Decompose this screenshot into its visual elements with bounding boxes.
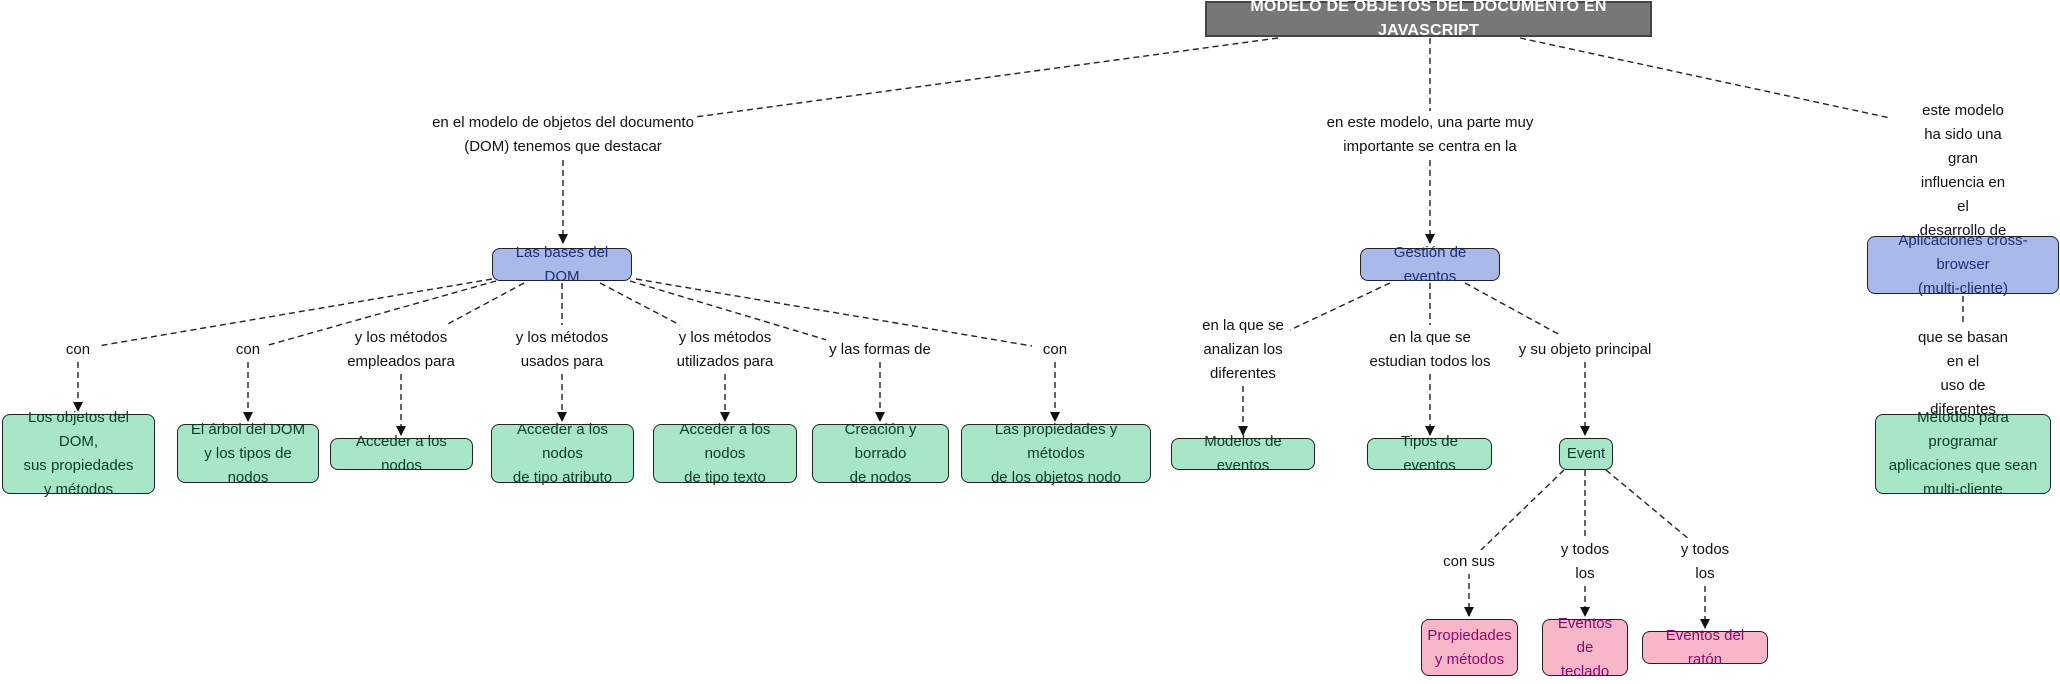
link-label-analizan: en la que se analizan los diferentes [1199,314,1287,386]
edge-bases-utilizados [599,282,681,326]
link-label-formas-de: y las formas de [826,338,934,362]
edge-bases-empleados [445,282,525,326]
link-label-con-sus: con sus [1440,550,1498,574]
root-concept: MODELO DE OBJETOS DEL DOCUMENTO EN JAVAS… [1205,0,1652,39]
concept-tipos-eventos: Tipos de eventos [1367,433,1492,474]
edge-gestion-analizan [1289,282,1391,331]
link-label-todos-1: y todos los [1557,538,1613,586]
concept-metodos-programar: Métodos para programar aplicaciones que … [1875,409,2051,498]
edge-root-cross [1519,37,1891,119]
link-label-con-2: con [232,338,264,362]
link-label-con-1: con [62,338,94,362]
concept-gestion-eventos: Gestión de eventos [1360,244,1500,285]
link-label-todos-2: y todos los [1677,538,1733,586]
concept-eventos-raton: Eventos del ratón [1642,627,1768,668]
link-label-metodos-empleados: y los métodos empleados para [344,326,458,374]
concept-bases-dom: Las bases del DOM [492,244,632,285]
concept-event: Event [1559,438,1613,470]
concept-creacion-borrado: Creación y borrado de nodos [812,421,949,486]
concept-acceder-nodos: Acceder a los nodos [330,433,473,474]
concept-nodos-atributo: Acceder a los nodos de tipo atributo [491,421,634,486]
edge-bases-con1 [97,278,493,347]
edge-bases-formas [629,280,841,345]
concept-objetos-dom: Los objetos del DOM, sus propiedades y m… [2,409,155,498]
concept-propiedades-nodo: Las propiedades y métodos de los objetos… [961,421,1151,486]
concept-cross-browser: Aplicaciones cross-browser (multi-client… [1867,232,2059,297]
link-label-objeto-principal: y su objeto principal [1515,338,1655,362]
link-label-root-dom: en el modelo de objetos del documento (D… [429,111,697,159]
concept-nodos-texto: Acceder a los nodos de tipo texto [653,421,797,486]
concept-modelos-eventos: Modelos de eventos [1171,433,1315,474]
link-label-metodos-utilizados: y los métodos utilizados para [673,326,777,374]
edge-bases-con3 [635,278,1033,347]
link-label-root-cross: este modelo ha sido una gran influencia … [1914,99,2012,243]
edge-gestion-principal [1464,282,1561,336]
edge-root-dom [687,37,1279,119]
concept-propiedades-metodos: Propiedades y métodos [1421,619,1518,676]
link-label-estudian: en la que se estudian todos los [1366,326,1494,374]
link-label-con-3: con [1039,338,1071,362]
concept-arbol-dom: El árbol del DOM y los tipos de nodos [177,421,319,486]
link-label-se-basan: que se basan en el uso de diferentes [1914,326,2012,422]
concept-eventos-teclado: Eventos de teclado [1542,615,1628,680]
link-label-root-eventos: en este modelo, una parte muy importante… [1323,111,1537,159]
link-label-metodos-usados: y los métodos usados para [512,326,612,374]
edge-event-consus [1479,469,1565,552]
edge-event-todos2 [1605,469,1691,541]
